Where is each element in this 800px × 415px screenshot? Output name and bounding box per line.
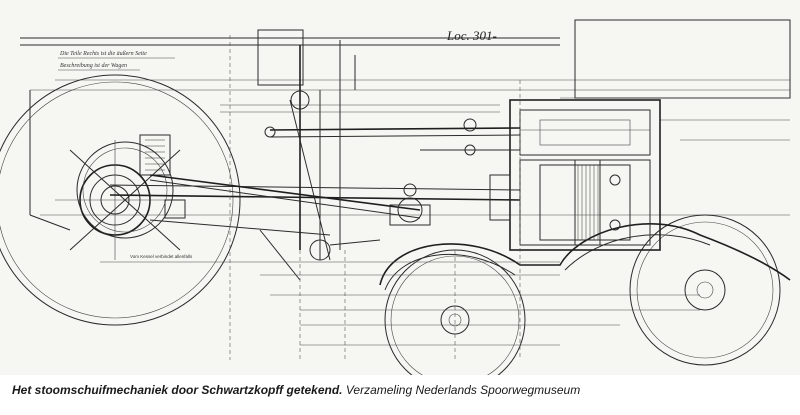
cylinder-block	[509, 99, 661, 251]
caption-source: Verzameling Nederlands Spoorwegmuseum	[345, 383, 581, 397]
note-line-1: Die Teile Rechts ist die äußern Seite	[59, 50, 147, 57]
driving-wheel-right	[629, 214, 781, 366]
dimension-lines	[100, 35, 700, 360]
figure-caption: Het stoomschuifmechaniek door Schwartzko…	[12, 383, 792, 397]
caption-title: Het stoomschuifmechaniek door Schwartzko…	[12, 383, 343, 397]
locomotive-label: Loc. 301-	[446, 28, 497, 43]
valve-gear-drawing: Die Teile Rechts ist die äußern Seite Be…	[0, 19, 791, 375]
note-line-2: Beschreibung ist der Wagen	[60, 63, 127, 69]
wheel-note: Vom Kessel verbindet allenfalls	[130, 254, 193, 259]
technical-drawing: Die Teile Rechts ist die äußern Seite Be…	[0, 0, 800, 375]
drawing-notes: Die Teile Rechts ist die äußern Seite Be…	[58, 50, 175, 71]
wheel-arches	[379, 223, 791, 291]
driving-wheel-left: Vom Kessel verbindet allenfalls	[0, 74, 241, 326]
valve-gear-linkage	[109, 40, 521, 281]
